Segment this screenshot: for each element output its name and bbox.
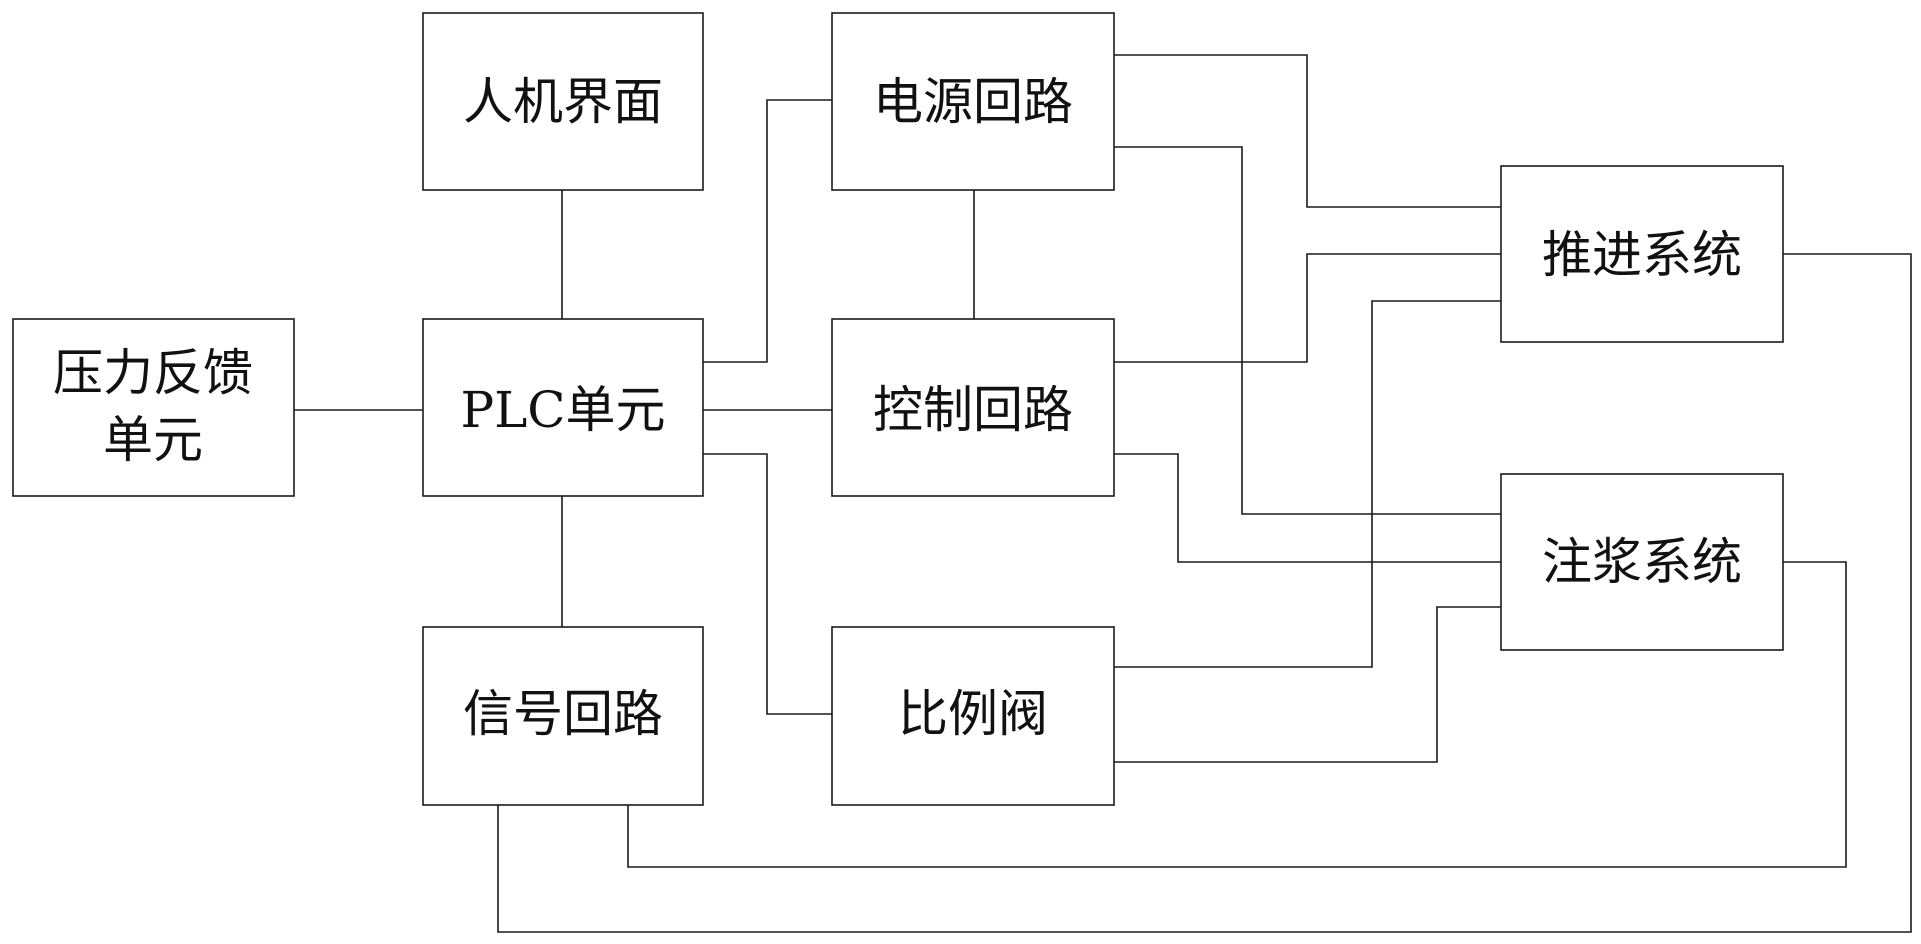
hmi-label: 人机界面 [463, 73, 663, 131]
node-power-loop: 电源回路 [831, 12, 1115, 191]
pressure-feedback-label-line1: 压力反馈 [53, 344, 253, 402]
signal-loop-label: 信号回路 [463, 685, 663, 743]
node-pressure-feedback: 压力反馈 单元 [12, 318, 295, 497]
node-signal-loop: 信号回路 [422, 626, 704, 806]
proportional-valve-box [831, 626, 1115, 806]
propulsion-system-box [1500, 165, 1784, 343]
wire-power-propulsion [1114, 54, 1501, 208]
proportional-valve-label: 比例阀 [898, 685, 1048, 743]
wire-control-grouting [1114, 453, 1501, 563]
grouting-system-label: 注浆系统 [1542, 533, 1742, 591]
hmi-box [422, 12, 704, 191]
node-hmi: 人机界面 [422, 12, 704, 191]
control-loop-label: 控制回路 [873, 381, 1073, 439]
propulsion-system-label: 推进系统 [1542, 226, 1742, 284]
control-loop-box [831, 318, 1115, 497]
grouting-system-box [1500, 473, 1784, 651]
power-loop-label: 电源回路 [873, 73, 1073, 131]
plc-label: PLC单元 [460, 381, 665, 439]
node-propulsion-system: 推进系统 [1500, 165, 1784, 343]
wire-plc-power [703, 99, 832, 363]
wire-propulsion-signal [497, 253, 1912, 933]
pressure-feedback-box [12, 318, 295, 497]
power-loop-box [831, 12, 1115, 191]
wire-plc-valve [703, 453, 832, 715]
wire-valve-grouting [1114, 606, 1501, 763]
node-grouting-system: 注浆系统 [1500, 473, 1784, 651]
plc-box [422, 318, 704, 497]
node-proportional-valve: 比例阀 [831, 626, 1115, 806]
connections [294, 54, 1912, 933]
pressure-feedback-label-line2: 单元 [103, 411, 203, 469]
wire-grouting-signal [627, 561, 1847, 868]
node-plc: PLC单元 [422, 318, 704, 497]
wire-control-propulsion [1114, 253, 1501, 363]
signal-loop-box [422, 626, 704, 806]
wire-valve-propulsion [1114, 300, 1501, 668]
node-control-loop: 控制回路 [831, 318, 1115, 497]
